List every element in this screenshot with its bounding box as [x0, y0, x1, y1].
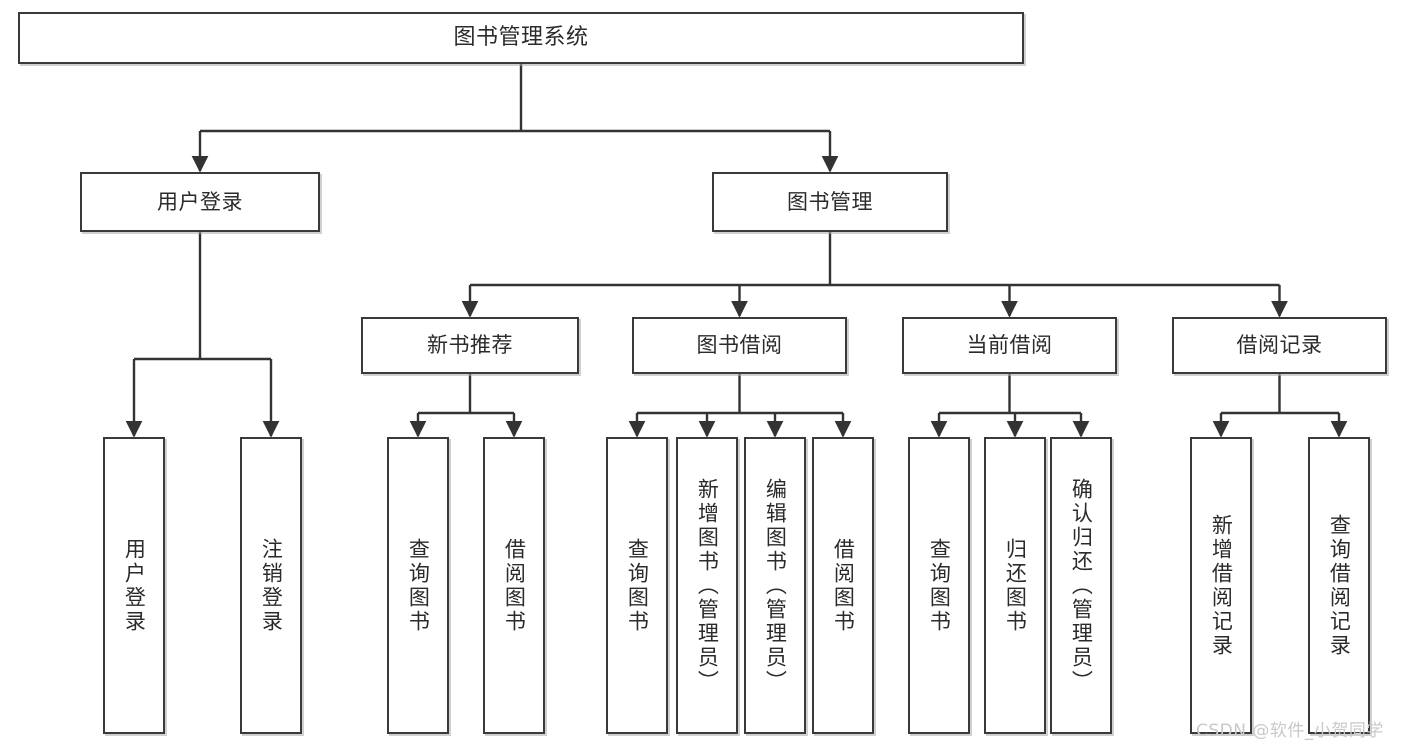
- node-label: 图书借阅: [696, 333, 783, 358]
- node-label: 新书推荐: [427, 333, 513, 358]
- node-label: 借阅记录: [1236, 333, 1323, 358]
- leaf-query-book-recommend[interactable]: 查询图书: [387, 437, 449, 734]
- node-label: 图书管理: [787, 189, 873, 214]
- node-label: 新增图书（管理员）: [695, 477, 720, 694]
- node-label: 用户登录: [122, 537, 147, 634]
- leaf-logout[interactable]: 注销登录: [240, 437, 302, 734]
- leaf-return-book[interactable]: 归还图书: [984, 437, 1046, 734]
- node-label: 查询图书: [406, 537, 431, 634]
- node-label: 查询图书: [625, 537, 650, 634]
- node-label: 图书管理系统: [453, 25, 589, 51]
- leaf-query-borrow-record[interactable]: 查询借阅记录: [1308, 437, 1370, 734]
- node-label: 归还图书: [1003, 537, 1028, 634]
- leaf-edit-book-admin[interactable]: 编辑图书（管理员）: [744, 437, 806, 734]
- node-borrow-record[interactable]: 借阅记录: [1172, 317, 1387, 374]
- node-current-borrow[interactable]: 当前借阅: [902, 317, 1117, 374]
- node-user-login[interactable]: 用户登录: [80, 172, 320, 232]
- node-book-borrow[interactable]: 图书借阅: [632, 317, 847, 374]
- node-root[interactable]: 图书管理系统: [18, 12, 1024, 64]
- leaf-add-borrow-record[interactable]: 新增借阅记录: [1190, 437, 1252, 734]
- node-book-manage[interactable]: 图书管理: [712, 172, 948, 232]
- node-label: 借阅图书: [831, 537, 856, 634]
- leaf-confirm-return-admin[interactable]: 确认归还（管理员）: [1050, 437, 1112, 734]
- leaf-borrow-book[interactable]: 借阅图书: [812, 437, 874, 734]
- node-label: 用户登录: [157, 189, 243, 214]
- csdn-watermark: CSDN @软件_小贺同学: [1196, 721, 1384, 741]
- leaf-query-book-borrow[interactable]: 查询图书: [606, 437, 668, 734]
- node-label: 查询图书: [927, 537, 952, 634]
- node-label: 确认归还（管理员）: [1069, 477, 1094, 694]
- leaf-user-login[interactable]: 用户登录: [103, 437, 165, 734]
- node-label: 借阅图书: [502, 537, 527, 634]
- node-label: 注销登录: [259, 537, 284, 634]
- node-new-book-recommend[interactable]: 新书推荐: [361, 317, 579, 374]
- leaf-borrow-book-recommend[interactable]: 借阅图书: [483, 437, 545, 734]
- node-label: 当前借阅: [966, 333, 1053, 358]
- leaf-add-book-admin[interactable]: 新增图书（管理员）: [676, 437, 738, 734]
- node-label: 新增借阅记录: [1209, 513, 1234, 658]
- node-label: 编辑图书（管理员）: [763, 477, 788, 694]
- leaf-query-book-current[interactable]: 查询图书: [908, 437, 970, 734]
- node-label: 查询借阅记录: [1327, 513, 1352, 658]
